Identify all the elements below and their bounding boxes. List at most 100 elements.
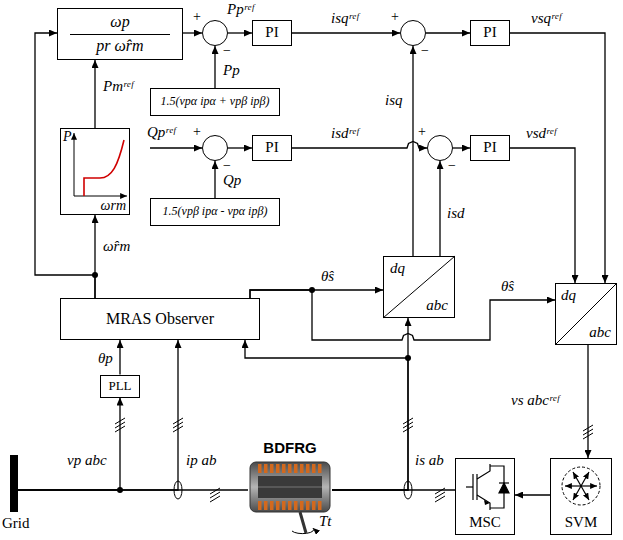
node-text: P xyxy=(63,129,72,145)
node-text: PI xyxy=(483,139,496,156)
park-transform-box: dq abc xyxy=(555,283,617,345)
fraction-bar xyxy=(70,34,169,35)
node-text: PI xyxy=(265,24,278,41)
power-curve xyxy=(84,140,124,196)
pi-controller: PI xyxy=(470,135,510,161)
shaft xyxy=(300,512,306,533)
node-text: dq xyxy=(390,260,405,277)
signal-connector xyxy=(250,290,383,298)
msc-converter: MSC xyxy=(455,458,515,535)
signal-connector xyxy=(510,33,605,283)
signal-connector xyxy=(94,60,95,128)
reference-signal: Qpʳᵉᶠ xyxy=(146,124,176,141)
signal-label: Pmʳᵉᶠ xyxy=(102,78,134,95)
transform-diagonal xyxy=(383,256,455,318)
signal-connector xyxy=(119,340,120,375)
signal-label: Qp xyxy=(222,172,242,189)
node-text: + xyxy=(418,124,426,140)
signal-label: isqʳᵉᶠ xyxy=(330,10,359,27)
pi-controller: PI xyxy=(470,20,510,46)
node-text: PI xyxy=(265,139,278,156)
signal-connector xyxy=(412,46,413,256)
y-axis xyxy=(74,133,75,196)
signal-connector xyxy=(453,147,470,148)
signal-label: Ppʳᵉᶠ xyxy=(226,1,255,18)
signal-label: isdʳᵉᶠ xyxy=(330,125,359,142)
signal-connector xyxy=(292,32,400,33)
signal-label: vs abcʳᵉᶠ xyxy=(510,392,560,409)
signal-connector xyxy=(18,340,178,490)
signal-connector xyxy=(228,32,252,33)
signal-connector xyxy=(183,32,202,33)
rotor xyxy=(258,476,322,498)
node-text: 1.5(vpα ipα + vpβ ipβ) xyxy=(161,95,270,109)
node-text: ωp xyxy=(110,13,129,31)
signal-label: θp xyxy=(97,350,114,367)
node-text: pr ω̂rm xyxy=(96,37,143,55)
node-text: SVM xyxy=(565,514,598,531)
pi-controller: PI xyxy=(252,20,292,46)
node-text: Grid xyxy=(2,515,30,532)
signal-connector xyxy=(426,32,470,33)
node-text: − xyxy=(421,43,429,59)
rotor-line xyxy=(258,487,322,488)
signal-connector xyxy=(214,46,215,88)
node-text: + xyxy=(391,9,399,25)
svm-symbol xyxy=(562,467,600,505)
signal-connector xyxy=(214,161,215,198)
signal-connector xyxy=(18,398,120,491)
signal-label: θ̂s xyxy=(320,268,335,285)
x-axis xyxy=(74,196,127,197)
fraction-block: ωp pr ω̂rm xyxy=(57,8,183,60)
signal-label: ω̂rm xyxy=(102,238,131,255)
signal-label: isq xyxy=(384,92,404,109)
node-text: dq xyxy=(561,287,576,304)
node-text: 1.5(vpβ ipα - vpα ipβ) xyxy=(163,205,268,219)
mppt-curve-box: Pωrm xyxy=(60,128,130,215)
node-text: ωrm xyxy=(101,198,126,214)
svm-block: SVM xyxy=(550,458,612,535)
stator-winding xyxy=(256,464,324,473)
park-transform-box: dqabc xyxy=(383,256,455,318)
summing-junction: +− xyxy=(202,20,228,46)
torque-arrow xyxy=(292,528,314,534)
stator-winding xyxy=(256,501,324,510)
bdfrg-machine: BDFRG xyxy=(248,460,332,515)
signal-connector xyxy=(587,345,588,458)
pi-controller: PI xyxy=(252,135,292,161)
machine-housing xyxy=(250,462,330,512)
node-text: − xyxy=(223,43,231,59)
pll-box: PLL xyxy=(100,375,140,398)
signal-label: Pp xyxy=(222,62,241,79)
reference-input-line xyxy=(150,147,202,148)
summing-junction: +− xyxy=(400,20,426,46)
signal-connector xyxy=(35,33,95,298)
signal-label: is ab xyxy=(414,452,445,469)
node-text: abc xyxy=(589,324,611,341)
signal-label: ip ab xyxy=(185,452,217,469)
mras-observer-box: MRAS Observer xyxy=(60,298,260,340)
signal-connector xyxy=(228,147,252,148)
signal-connector xyxy=(245,340,408,490)
node-text: MSC xyxy=(469,514,501,531)
summing-junction: +− xyxy=(427,135,453,161)
signal-connector xyxy=(332,318,408,490)
signal-connector xyxy=(510,148,575,283)
signal-connector xyxy=(439,161,440,256)
transform-diagonal xyxy=(555,283,617,345)
node-text: BDFRG xyxy=(263,439,316,456)
signal-label: vsqʳᵉᶠ xyxy=(530,10,562,27)
signal-label: vp abc xyxy=(66,452,108,469)
power-calc-box: 1.5(vpα ipα + vpβ ipβ) xyxy=(150,88,280,116)
node-text: − xyxy=(448,158,456,174)
node-text: + xyxy=(193,9,201,25)
node-text: MRAS Observer xyxy=(106,310,214,328)
node-text: + xyxy=(193,124,201,140)
power-calc-box: 1.5(vpβ ipα - vpα ipβ) xyxy=(150,198,280,226)
torque-symbol: Tt xyxy=(318,513,333,530)
emitter-arrow xyxy=(484,500,490,505)
summing-junction: +− xyxy=(202,135,228,161)
signal-label: vsdʳᵉᶠ xyxy=(525,125,557,142)
